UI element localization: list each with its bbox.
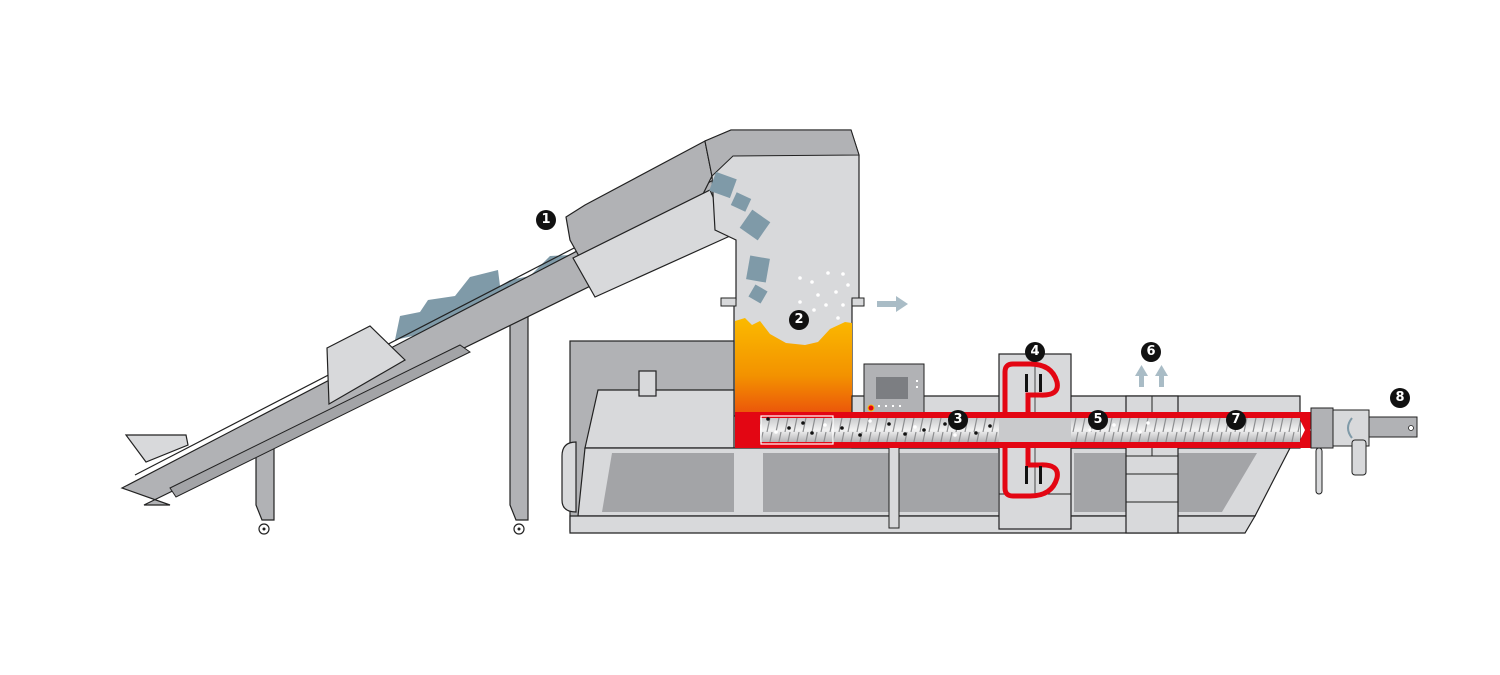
extruder-screw <box>735 412 1318 448</box>
marker-1: 1 <box>536 210 556 230</box>
marker-6: 6 <box>1141 342 1161 362</box>
degas-arrow-up-icon <box>1135 365 1168 387</box>
conveyor <box>120 140 731 535</box>
conveyor-side-guard <box>326 325 406 406</box>
marker-3: 3 <box>948 410 968 430</box>
feed-funnel <box>124 434 189 463</box>
marker-4: 4 <box>1025 342 1045 362</box>
marker-7: 7 <box>1226 410 1246 430</box>
marker-8: 8 <box>1390 388 1410 408</box>
cutter-compactor <box>704 129 865 446</box>
marker-2: 2 <box>789 310 809 330</box>
conveyor-leg-rear <box>509 311 529 535</box>
falling-material <box>709 171 771 304</box>
flakes <box>798 271 850 320</box>
exhaust-arrow-right-icon <box>877 296 908 312</box>
emergency-stop-button <box>867 404 875 412</box>
control-panel <box>863 363 925 415</box>
marker-5: 5 <box>1088 410 1108 430</box>
pelletizer <box>1310 407 1418 495</box>
